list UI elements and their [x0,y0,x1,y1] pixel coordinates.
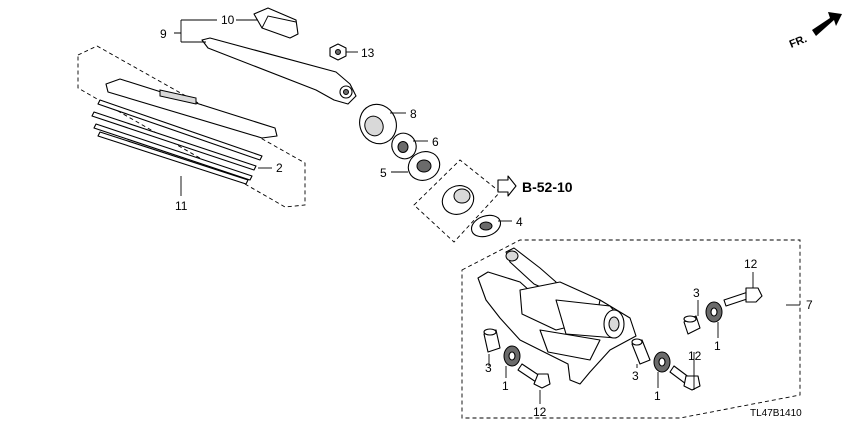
bolt-right [723,287,763,307]
callout-3-center: 3 [632,369,639,383]
callout-12-left: 12 [533,405,547,419]
callout-11: 11 [175,199,188,213]
callout-1-center: 1 [654,389,661,403]
arm-cap [253,7,299,39]
callout-1-right: 1 [714,339,721,353]
reference-label: B-52-10 [522,179,573,195]
collar-center [631,338,651,365]
callout-2: 2 [276,161,283,175]
motor-group-outline [461,239,801,419]
blade-group-outline [77,45,306,208]
arm-nut [329,43,347,61]
front-label: FR. [788,33,809,51]
drawing-code: TL47B1410 [750,408,802,419]
grommet-in-reference [441,185,475,215]
wiper-motor [477,247,637,385]
bolt-left [517,363,551,389]
wiper-rubber-strip [97,131,249,185]
callout-12-right: 12 [744,257,758,271]
leader-lines [174,19,800,404]
mount-rubber-right [705,301,723,323]
callout-12-center: 12 [688,349,702,363]
callout-6: 6 [432,135,439,149]
front-arrow-icon [812,12,842,36]
bolt-center [669,365,701,391]
callout-1-left: 1 [502,379,509,393]
callout-13: 13 [361,46,375,60]
front-direction-marker: FR. [788,12,842,51]
callout-3-left: 3 [485,361,492,375]
pivot-seal [407,151,441,181]
collar-left [483,328,501,353]
washer [470,214,502,238]
wiper-blade [91,78,278,181]
callout-4: 4 [516,215,523,229]
mount-rubber-left [503,345,521,367]
reference-arrow-icon [497,175,517,197]
wiper-arm [201,37,357,105]
callout-7: 7 [806,298,813,312]
callout-9: 9 [160,27,167,41]
callout-5: 5 [380,166,387,180]
callout-10: 10 [221,13,235,27]
collar-right [683,315,701,335]
callout-3-right: 3 [693,286,700,300]
mount-rubber-center [653,351,671,373]
pivot-cap [359,103,397,145]
callout-8: 8 [410,107,417,121]
